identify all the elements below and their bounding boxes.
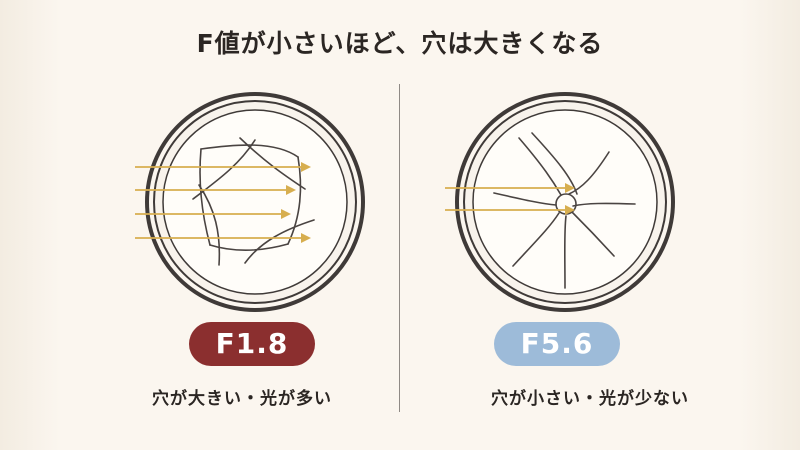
right-panel: F5.6 穴が小さい・光が少ない [405, 70, 705, 430]
center-divider [399, 84, 400, 412]
f-number-badge: F1.8 [189, 322, 315, 366]
wide-aperture-icon [135, 92, 365, 312]
right-caption: 穴が小さい・光が少ない [491, 389, 689, 409]
left-caption: 穴が大きい・光が多い [152, 389, 332, 409]
narrow-aperture-icon [445, 92, 675, 312]
page-title: F値が小さいほど、穴は大きくなる [196, 29, 604, 58]
left-panel: F1.8 穴が大きい・光が多い [95, 70, 395, 430]
f-number-badge: F5.6 [494, 322, 620, 366]
